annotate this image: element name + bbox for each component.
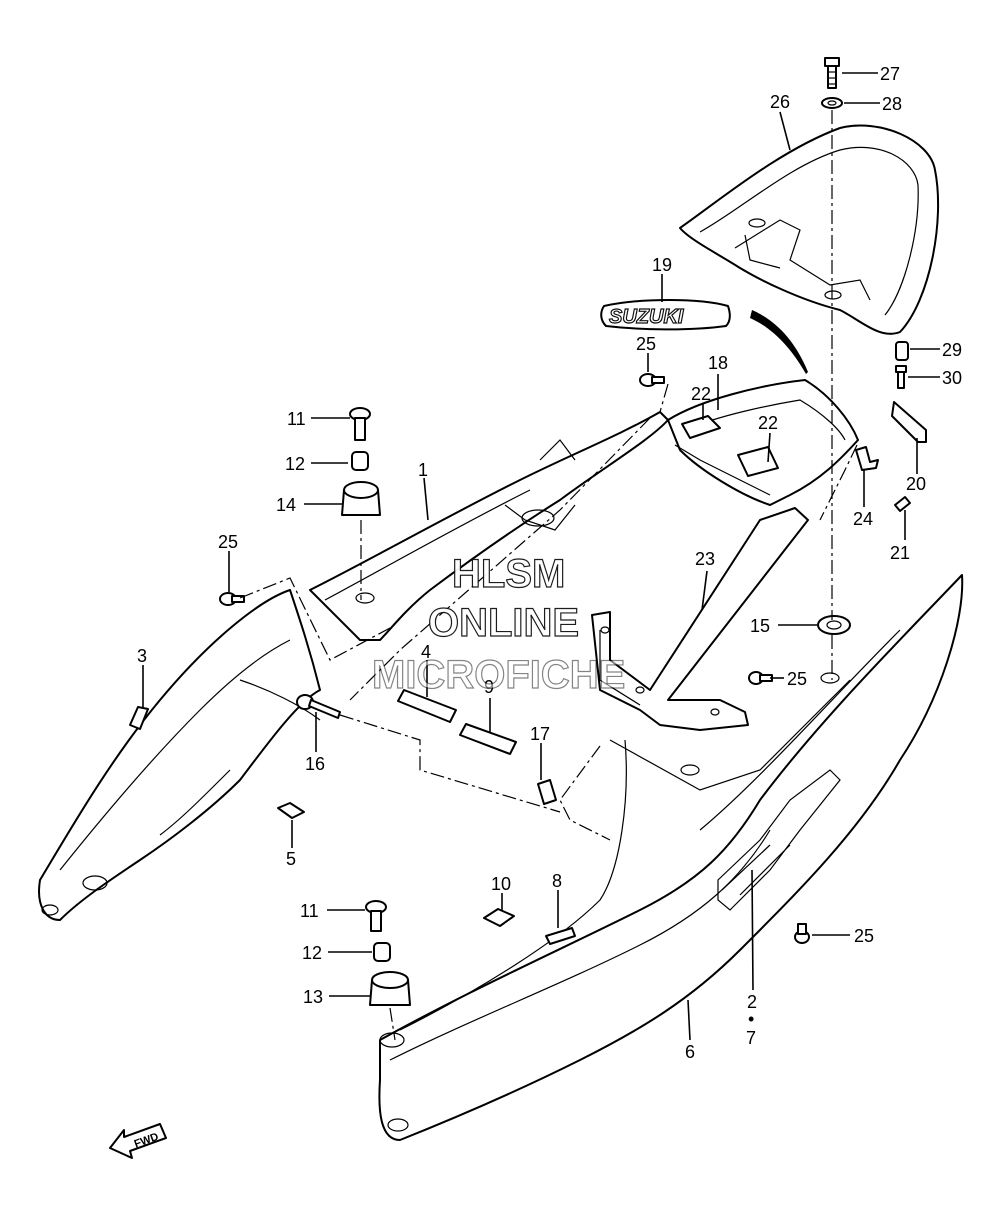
right-side-cover-part	[378, 574, 964, 1141]
callout-6: 6	[685, 1042, 695, 1062]
callout-7: 7	[746, 1028, 756, 1048]
emblem-text: SUZUKI	[609, 306, 684, 328]
collar-12-lower-part	[373, 942, 391, 962]
fwd-arrow-icon: FWD	[109, 1123, 167, 1159]
callout-25: 25	[787, 669, 807, 689]
callout-2: 2	[747, 992, 757, 1012]
clip-24-part	[855, 446, 879, 471]
callout-9: 9	[484, 677, 494, 697]
left-side-cover-part	[38, 589, 321, 921]
collar-12-upper-part	[351, 451, 369, 471]
callout-13: 13	[303, 987, 323, 1007]
bolt-16-part	[296, 694, 341, 719]
callout-11: 11	[287, 409, 306, 429]
callout-29: 29	[942, 340, 962, 360]
callout-11: 11	[300, 901, 319, 921]
strip-20-part	[891, 401, 927, 443]
leader-lines	[142, 72, 940, 1041]
bolt-27-part	[824, 57, 840, 89]
washer-28-part	[821, 97, 843, 109]
callout-22: 22	[691, 384, 711, 404]
clip-17-part	[537, 779, 557, 805]
watermark-line-2: ONLINE	[428, 601, 579, 645]
strip-9-part	[459, 723, 517, 755]
callout-23: 23	[695, 549, 715, 569]
watermark-line-1: HLSM	[452, 552, 565, 596]
screw-25-b-part	[219, 592, 245, 606]
callout-1: 1	[418, 460, 428, 480]
callout-20: 20	[906, 474, 926, 494]
strip-3-part	[129, 706, 149, 730]
callout-12: 12	[285, 454, 305, 474]
strip-4-part	[397, 689, 457, 723]
pad-10-part	[483, 908, 515, 927]
screw-25-a-part	[639, 373, 665, 387]
callout-3: 3	[137, 646, 147, 666]
strip-21-part	[894, 496, 911, 512]
callout-19: 19	[652, 255, 672, 275]
callout-bullet: •	[748, 1009, 754, 1029]
screw-25-c-part	[748, 671, 773, 685]
callout-labels: 27 28 26 19 25 18 29 30 22 22 11 12 1 14…	[137, 64, 962, 1062]
watermark-line-3: MICROFICHE	[372, 653, 625, 697]
screw-30-part	[895, 365, 907, 389]
callout-28: 28	[882, 94, 902, 114]
assembly-lines	[239, 110, 858, 1041]
callout-24: 24	[853, 509, 873, 529]
grommet-14-part	[341, 481, 381, 516]
bolt-11-lower-part	[365, 900, 387, 932]
callout-25: 25	[218, 532, 238, 552]
callout-17: 17	[530, 724, 550, 744]
callout-25: 25	[854, 926, 874, 946]
grommet-13-part	[369, 971, 411, 1006]
grommet-15-part	[817, 615, 851, 635]
suzuki-emblem-part: SUZUKI	[600, 299, 731, 331]
callout-16: 16	[305, 754, 325, 774]
callout-25: 25	[636, 334, 656, 354]
watermark: HLSM ONLINE MICROFICHE	[371, 551, 626, 697]
callout-21: 21	[890, 543, 910, 563]
bolt-11-upper-part	[349, 407, 371, 441]
left-frame-cover-part	[309, 411, 669, 641]
callout-22: 22	[758, 413, 778, 433]
callout-4: 4	[421, 642, 431, 662]
strip-8-part	[545, 927, 576, 945]
callout-14: 14	[276, 495, 296, 515]
callout-12: 12	[302, 943, 322, 963]
callout-27: 27	[880, 64, 900, 84]
bracket-23-part	[591, 507, 809, 731]
callout-18: 18	[708, 353, 728, 373]
screw-25-d-part	[794, 923, 810, 944]
callout-26: 26	[770, 92, 790, 112]
callout-8: 8	[552, 871, 562, 891]
callout-30: 30	[942, 368, 962, 388]
callout-10: 10	[491, 874, 511, 894]
rear-seat-cowl-part	[679, 124, 940, 335]
callout-15: 15	[750, 616, 770, 636]
pad-5-part	[277, 802, 305, 819]
seat-edge-stroke	[750, 310, 808, 374]
callout-5: 5	[286, 849, 296, 869]
spacer-29-part	[895, 341, 909, 361]
